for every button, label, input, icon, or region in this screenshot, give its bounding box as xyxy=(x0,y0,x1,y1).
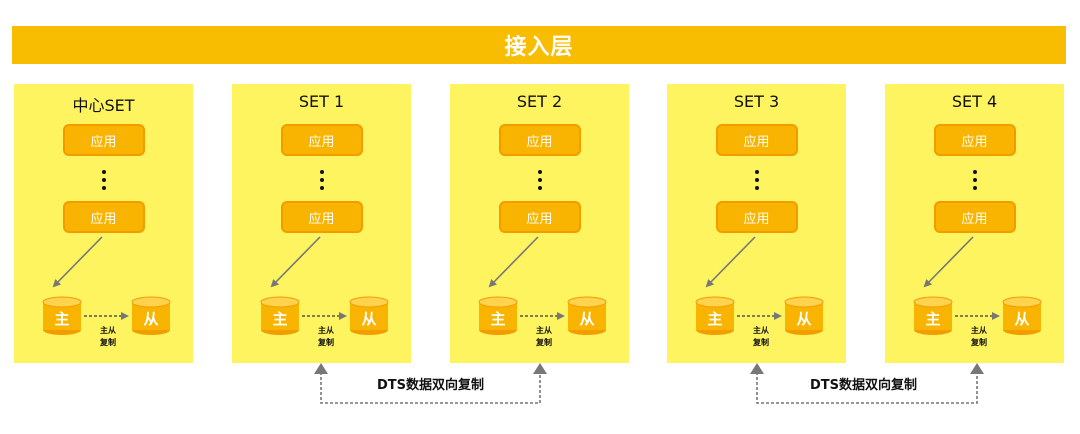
slave-db-label: 从 xyxy=(579,310,595,328)
replication-label: 主从 复制 xyxy=(536,326,552,347)
app-box: 应用 xyxy=(280,201,363,233)
arrowhead-up xyxy=(750,363,764,374)
app-box: 应用 xyxy=(62,201,145,233)
master-db-label: 主 xyxy=(490,310,506,328)
slave-db-icon: 从 xyxy=(784,296,824,336)
slave-db-label: 从 xyxy=(796,310,812,328)
slave-db-label: 从 xyxy=(143,310,159,328)
set-title: SET 1 xyxy=(298,92,345,111)
master-db-icon: 主 xyxy=(42,296,82,336)
app-box: 应用 xyxy=(715,124,798,156)
app-to-master-arrow xyxy=(52,236,103,288)
app-to-master-arrow xyxy=(488,236,539,288)
set-title: SET 3 xyxy=(733,92,780,111)
set-title: 中心SET xyxy=(72,96,135,115)
slave-db-icon: 从 xyxy=(131,296,171,336)
replication-label: 主从 复制 xyxy=(971,326,987,347)
dts-connector-3-4 xyxy=(756,372,978,404)
app-box: 应用 xyxy=(498,124,581,156)
arrowhead-up xyxy=(314,363,328,374)
set-panel-3: SET 3 应用 应用 主 从 主从 复制 xyxy=(667,84,846,363)
app-to-master-arrow xyxy=(923,236,974,288)
master-db-label: 主 xyxy=(272,310,288,328)
set-panel-1: SET 1 应用 应用 主 从 主从 复制 xyxy=(232,84,411,363)
ellipsis-icon xyxy=(752,170,762,194)
master-db-label: 主 xyxy=(54,310,70,328)
app-box: 应用 xyxy=(62,124,145,156)
dts-connector-1-2 xyxy=(320,372,541,404)
master-db-label: 主 xyxy=(707,310,723,328)
master-db-icon: 主 xyxy=(913,296,953,336)
slave-db-label: 从 xyxy=(1014,310,1030,328)
access-layer-banner: 接入层 xyxy=(12,26,1066,64)
ellipsis-icon xyxy=(970,170,980,194)
set-panel-4: SET 4 应用 应用 主 从 主从 复制 xyxy=(885,84,1064,363)
app-box: 应用 xyxy=(498,201,581,233)
arrowhead-up xyxy=(533,363,547,374)
set-panel-center: 中心SET 应用 应用 主 从 主从 复制 xyxy=(14,84,193,363)
app-box: 应用 xyxy=(715,201,798,233)
app-to-master-arrow xyxy=(705,236,756,288)
replication-label: 主从 复制 xyxy=(753,326,769,347)
slave-db-icon: 从 xyxy=(1002,296,1042,336)
dts-label-1-2: DTS数据双向复制 xyxy=(377,378,485,393)
set-title: SET 2 xyxy=(516,92,563,111)
master-db-label: 主 xyxy=(925,310,941,328)
replication-label: 主从 复制 xyxy=(318,326,334,347)
app-box: 应用 xyxy=(933,124,1016,156)
access-layer-label: 接入层 xyxy=(504,35,574,60)
ellipsis-icon xyxy=(99,170,109,194)
app-box: 应用 xyxy=(280,124,363,156)
ellipsis-icon xyxy=(317,170,327,194)
dts-label-3-4: DTS数据双向复制 xyxy=(810,378,918,393)
master-db-icon: 主 xyxy=(260,296,300,336)
ellipsis-icon xyxy=(535,170,545,194)
slave-db-icon: 从 xyxy=(349,296,389,336)
slave-db-label: 从 xyxy=(361,310,377,328)
replication-label: 主从 复制 xyxy=(100,326,116,347)
arrowhead-up xyxy=(970,363,984,374)
slave-db-icon: 从 xyxy=(567,296,607,336)
app-box: 应用 xyxy=(933,201,1016,233)
app-to-master-arrow xyxy=(270,236,321,288)
set-title: SET 4 xyxy=(951,92,998,111)
master-db-icon: 主 xyxy=(478,296,518,336)
set-panel-2: SET 2 应用 应用 主 从 主从 复制 xyxy=(450,84,629,363)
master-db-icon: 主 xyxy=(695,296,735,336)
